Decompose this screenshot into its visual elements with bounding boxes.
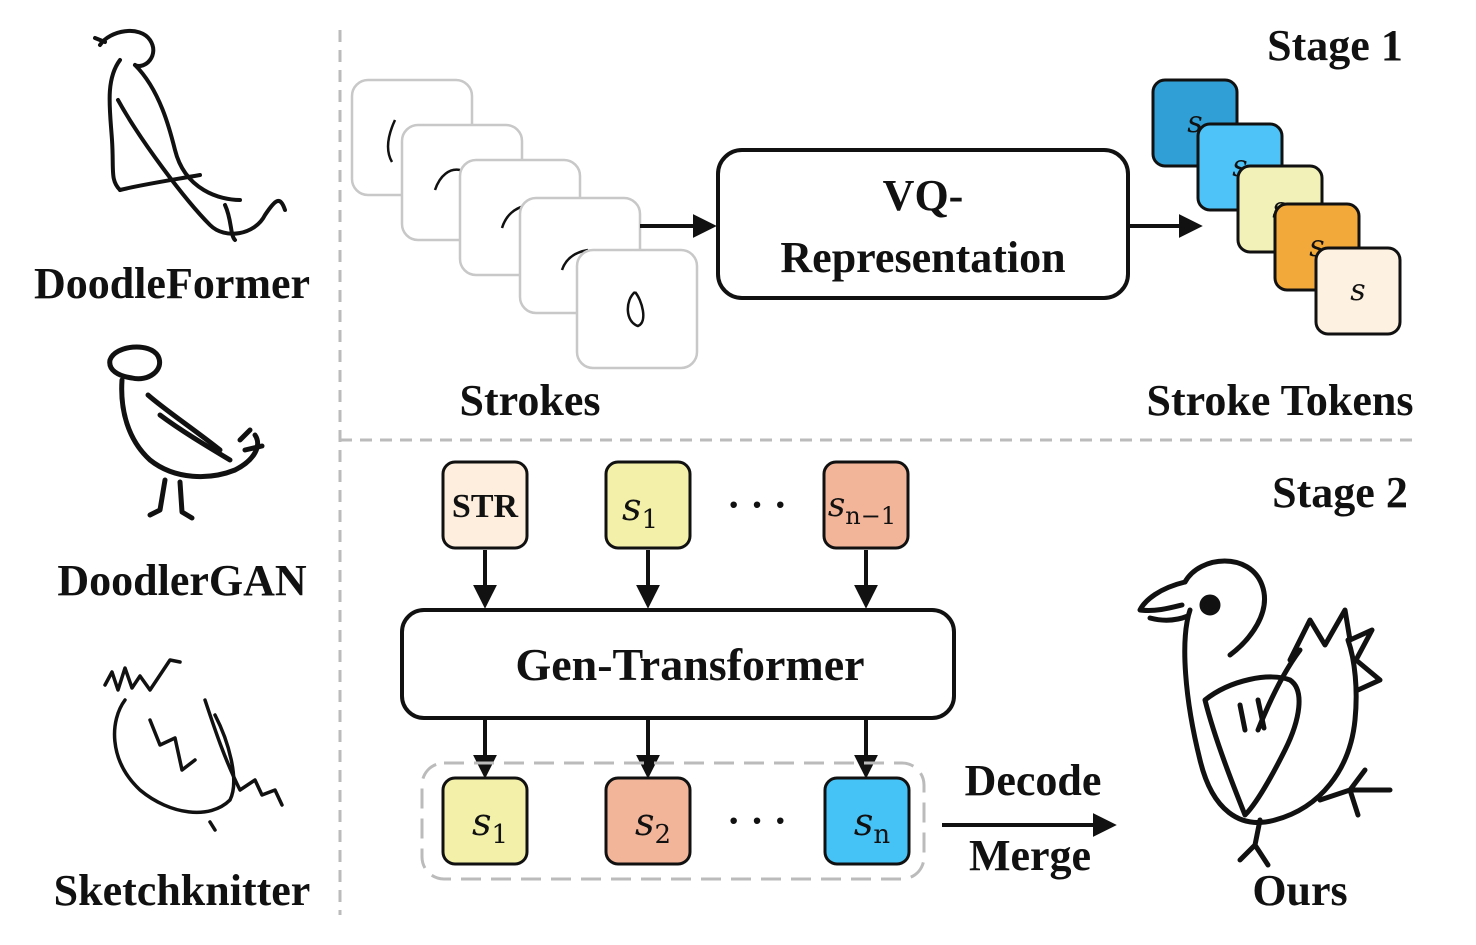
strokes-label: Strokes xyxy=(460,376,601,425)
gen-transformer-label: Gen-Transformer xyxy=(515,639,864,690)
input-token-row: STR s1 · · · sn−1 xyxy=(441,460,910,550)
svg-text:sn: sn xyxy=(854,800,891,850)
output-token-row: s1 s2 · · · sn xyxy=(441,776,911,866)
gen-transformer-box xyxy=(400,608,956,720)
stroke-token-stack: sssss xyxy=(1151,78,1402,336)
baseline-label-doodlergan: DoodlerGAN xyxy=(57,556,307,605)
stroke-token-letter: s xyxy=(1350,273,1365,308)
svg-text:s1: s1 xyxy=(472,800,508,850)
sketchknitter-sketch xyxy=(103,658,284,832)
merge-label: Merge xyxy=(969,831,1091,880)
svg-text:s1: s1 xyxy=(622,485,658,535)
stage1-title: Stage 1 xyxy=(1267,21,1403,70)
stroke-tokens-label: Stroke Tokens xyxy=(1147,376,1414,425)
output-token-s1: s1 xyxy=(441,776,529,866)
ours-sketch xyxy=(1137,558,1393,868)
output-token-group xyxy=(420,761,926,881)
stroke-token-card: s xyxy=(1314,246,1402,336)
doodleformer-sketch xyxy=(93,28,287,242)
input-ellipsis: · · · xyxy=(727,482,787,527)
output-ellipsis: · · · xyxy=(727,798,787,843)
baseline-label-sketchknitter: Sketchknitter xyxy=(54,866,311,915)
output-token-sn: sn xyxy=(823,776,911,866)
vq-box-line2: Representation xyxy=(780,233,1065,282)
svg-text:s2: s2 xyxy=(635,800,671,850)
input-token-str: STR xyxy=(441,460,529,550)
baseline-label-doodleformer: DoodleFormer xyxy=(34,259,310,308)
ours-label: Ours xyxy=(1252,866,1347,915)
doodlergan-sketch xyxy=(107,344,265,521)
vq-box-line1: VQ- xyxy=(883,171,964,220)
input-token-sn-1: sn−1 xyxy=(822,460,910,550)
stroke-cards xyxy=(350,78,699,370)
input-token-s1: s1 xyxy=(604,460,692,550)
svg-text:STR: STR xyxy=(452,488,519,525)
svg-text:sn−1: sn−1 xyxy=(828,485,896,530)
output-token-s2: s2 xyxy=(604,776,692,866)
decode-label: Decode xyxy=(965,756,1102,805)
vq-representation-box xyxy=(716,148,1130,300)
stage2-title: Stage 2 xyxy=(1272,468,1408,517)
stroke-card xyxy=(575,248,699,370)
